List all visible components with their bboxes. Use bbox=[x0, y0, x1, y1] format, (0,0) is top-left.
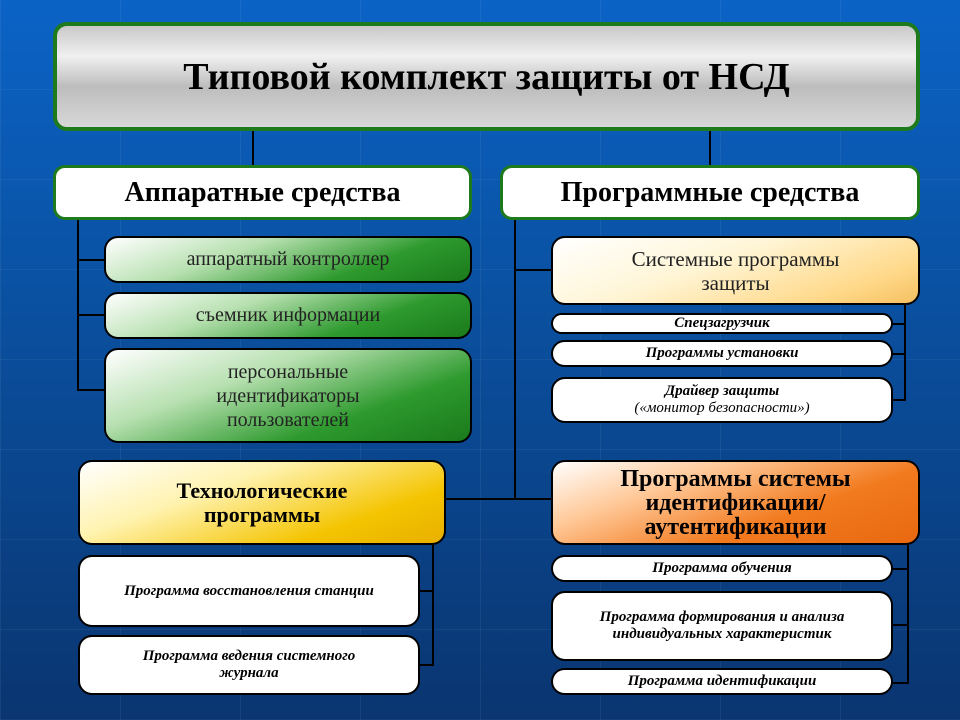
connector bbox=[252, 131, 254, 165]
hardware-item: съемник информации bbox=[104, 292, 472, 339]
connector bbox=[904, 305, 906, 401]
technological-item: Программа восстановления станции bbox=[78, 555, 420, 627]
driver-note: («монитор безопасности») bbox=[634, 400, 810, 416]
system-item: Программы установки bbox=[551, 340, 893, 367]
connector bbox=[446, 498, 551, 500]
hardware-item: персональные идентификаторы пользователе… bbox=[104, 348, 472, 443]
identification-item-label: Программа идентификации bbox=[627, 673, 817, 689]
connector bbox=[514, 269, 551, 271]
connector bbox=[77, 314, 104, 316]
identification-item: Программа идентификации bbox=[551, 668, 893, 695]
hardware-box: Аппаратные средства bbox=[53, 165, 472, 220]
software-label: Программные средства bbox=[560, 176, 860, 208]
system-item-label: Спецзагрузчик bbox=[674, 315, 770, 331]
identification-label: Программы системы идентификации/ аутенти… bbox=[620, 465, 851, 540]
connector bbox=[907, 545, 909, 684]
connector bbox=[420, 590, 433, 592]
hardware-item: аппаратный контроллер bbox=[104, 236, 472, 283]
technological-item: Программа ведения системного журнала bbox=[78, 635, 420, 695]
identification-item-label: Программа обучения bbox=[652, 560, 792, 576]
identification-item: Программа обучения bbox=[551, 555, 893, 582]
system-programs-box: Системные программы защиты bbox=[551, 236, 920, 305]
page-title: Типовой комплект защиты от НСД bbox=[183, 55, 790, 98]
connector bbox=[893, 353, 905, 355]
title-box: Типовой комплект защиты от НСД bbox=[53, 22, 920, 131]
system-item: Спецзагрузчик bbox=[551, 313, 893, 334]
technological-item-label: Программа ведения системного журнала bbox=[142, 648, 356, 681]
system-item-label: Программы установки bbox=[645, 345, 799, 361]
connector bbox=[514, 220, 516, 500]
connector bbox=[432, 545, 434, 666]
hardware-label: Аппаратные средства bbox=[124, 176, 401, 208]
hardware-item-label: аппаратный контроллер bbox=[186, 248, 390, 270]
technological-label: Технологические программы bbox=[176, 477, 348, 527]
connector bbox=[77, 259, 104, 261]
connector bbox=[77, 220, 79, 391]
connector bbox=[893, 399, 905, 401]
technological-box: Технологические программы bbox=[78, 460, 446, 545]
hardware-item-label: съемник информации bbox=[195, 304, 381, 326]
connector bbox=[893, 568, 908, 570]
connector bbox=[893, 682, 908, 684]
identification-item-label: Программа формирования и анализа индивид… bbox=[599, 609, 845, 642]
connector bbox=[709, 131, 711, 165]
identification-box: Программы системы идентификации/ аутенти… bbox=[551, 460, 920, 545]
driver-label: Драйвер защиты bbox=[664, 383, 780, 399]
connector bbox=[420, 664, 433, 666]
system-programs-label: Системные программы защиты bbox=[631, 246, 840, 295]
connector bbox=[893, 624, 908, 626]
software-box: Программные средства bbox=[500, 165, 920, 220]
technological-item-label: Программа восстановления станции bbox=[124, 582, 374, 599]
connector bbox=[893, 323, 905, 325]
hardware-item-label: персональные идентификаторы пользователе… bbox=[216, 360, 360, 431]
connector bbox=[77, 389, 104, 391]
driver-box: Драйвер защиты(«монитор безопасности») bbox=[551, 377, 893, 423]
identification-item: Программа формирования и анализа индивид… bbox=[551, 591, 893, 661]
